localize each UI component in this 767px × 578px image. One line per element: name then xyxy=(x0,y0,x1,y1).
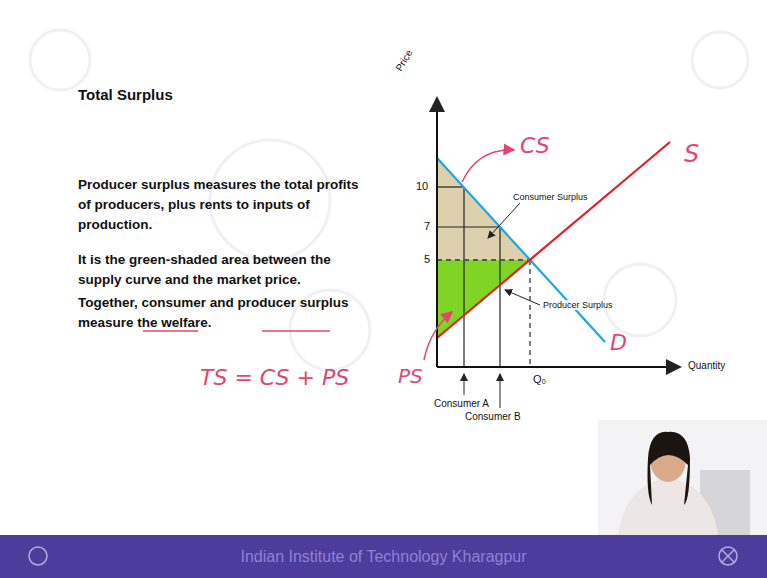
consumer-label: Consumer A xyxy=(434,398,489,409)
footer-text: Indian Institute of Technology Kharagpur xyxy=(240,548,526,566)
area-label: Producer Surplus xyxy=(542,300,614,310)
tick-label: 7 xyxy=(424,220,430,232)
tick-label: 5 xyxy=(424,253,430,265)
area-label: Consumer Surplus xyxy=(512,192,589,202)
handwritten-note: CS xyxy=(520,133,550,158)
quantity-label: Q₀ xyxy=(533,373,546,385)
handwritten-note: TS = CS + PS xyxy=(200,365,349,390)
consumer-label: Consumer B xyxy=(465,411,521,422)
axis-label: Price xyxy=(393,48,414,73)
body-text: It is the green-shaded area between the … xyxy=(78,250,368,290)
footer-band: Indian Institute of Technology Kharagpur xyxy=(0,535,767,578)
body-text: Together, consumer and producer surplus … xyxy=(78,293,368,333)
axis-label: Quantity xyxy=(688,360,725,371)
body-text: Producer surplus measures the total prof… xyxy=(78,175,368,235)
handwritten-note: D xyxy=(610,330,627,355)
slide-title: Total Surplus xyxy=(78,86,173,103)
handwritten-note: S xyxy=(684,140,699,168)
tick-label: 10 xyxy=(416,180,428,192)
handwritten-note: PS xyxy=(398,364,423,388)
